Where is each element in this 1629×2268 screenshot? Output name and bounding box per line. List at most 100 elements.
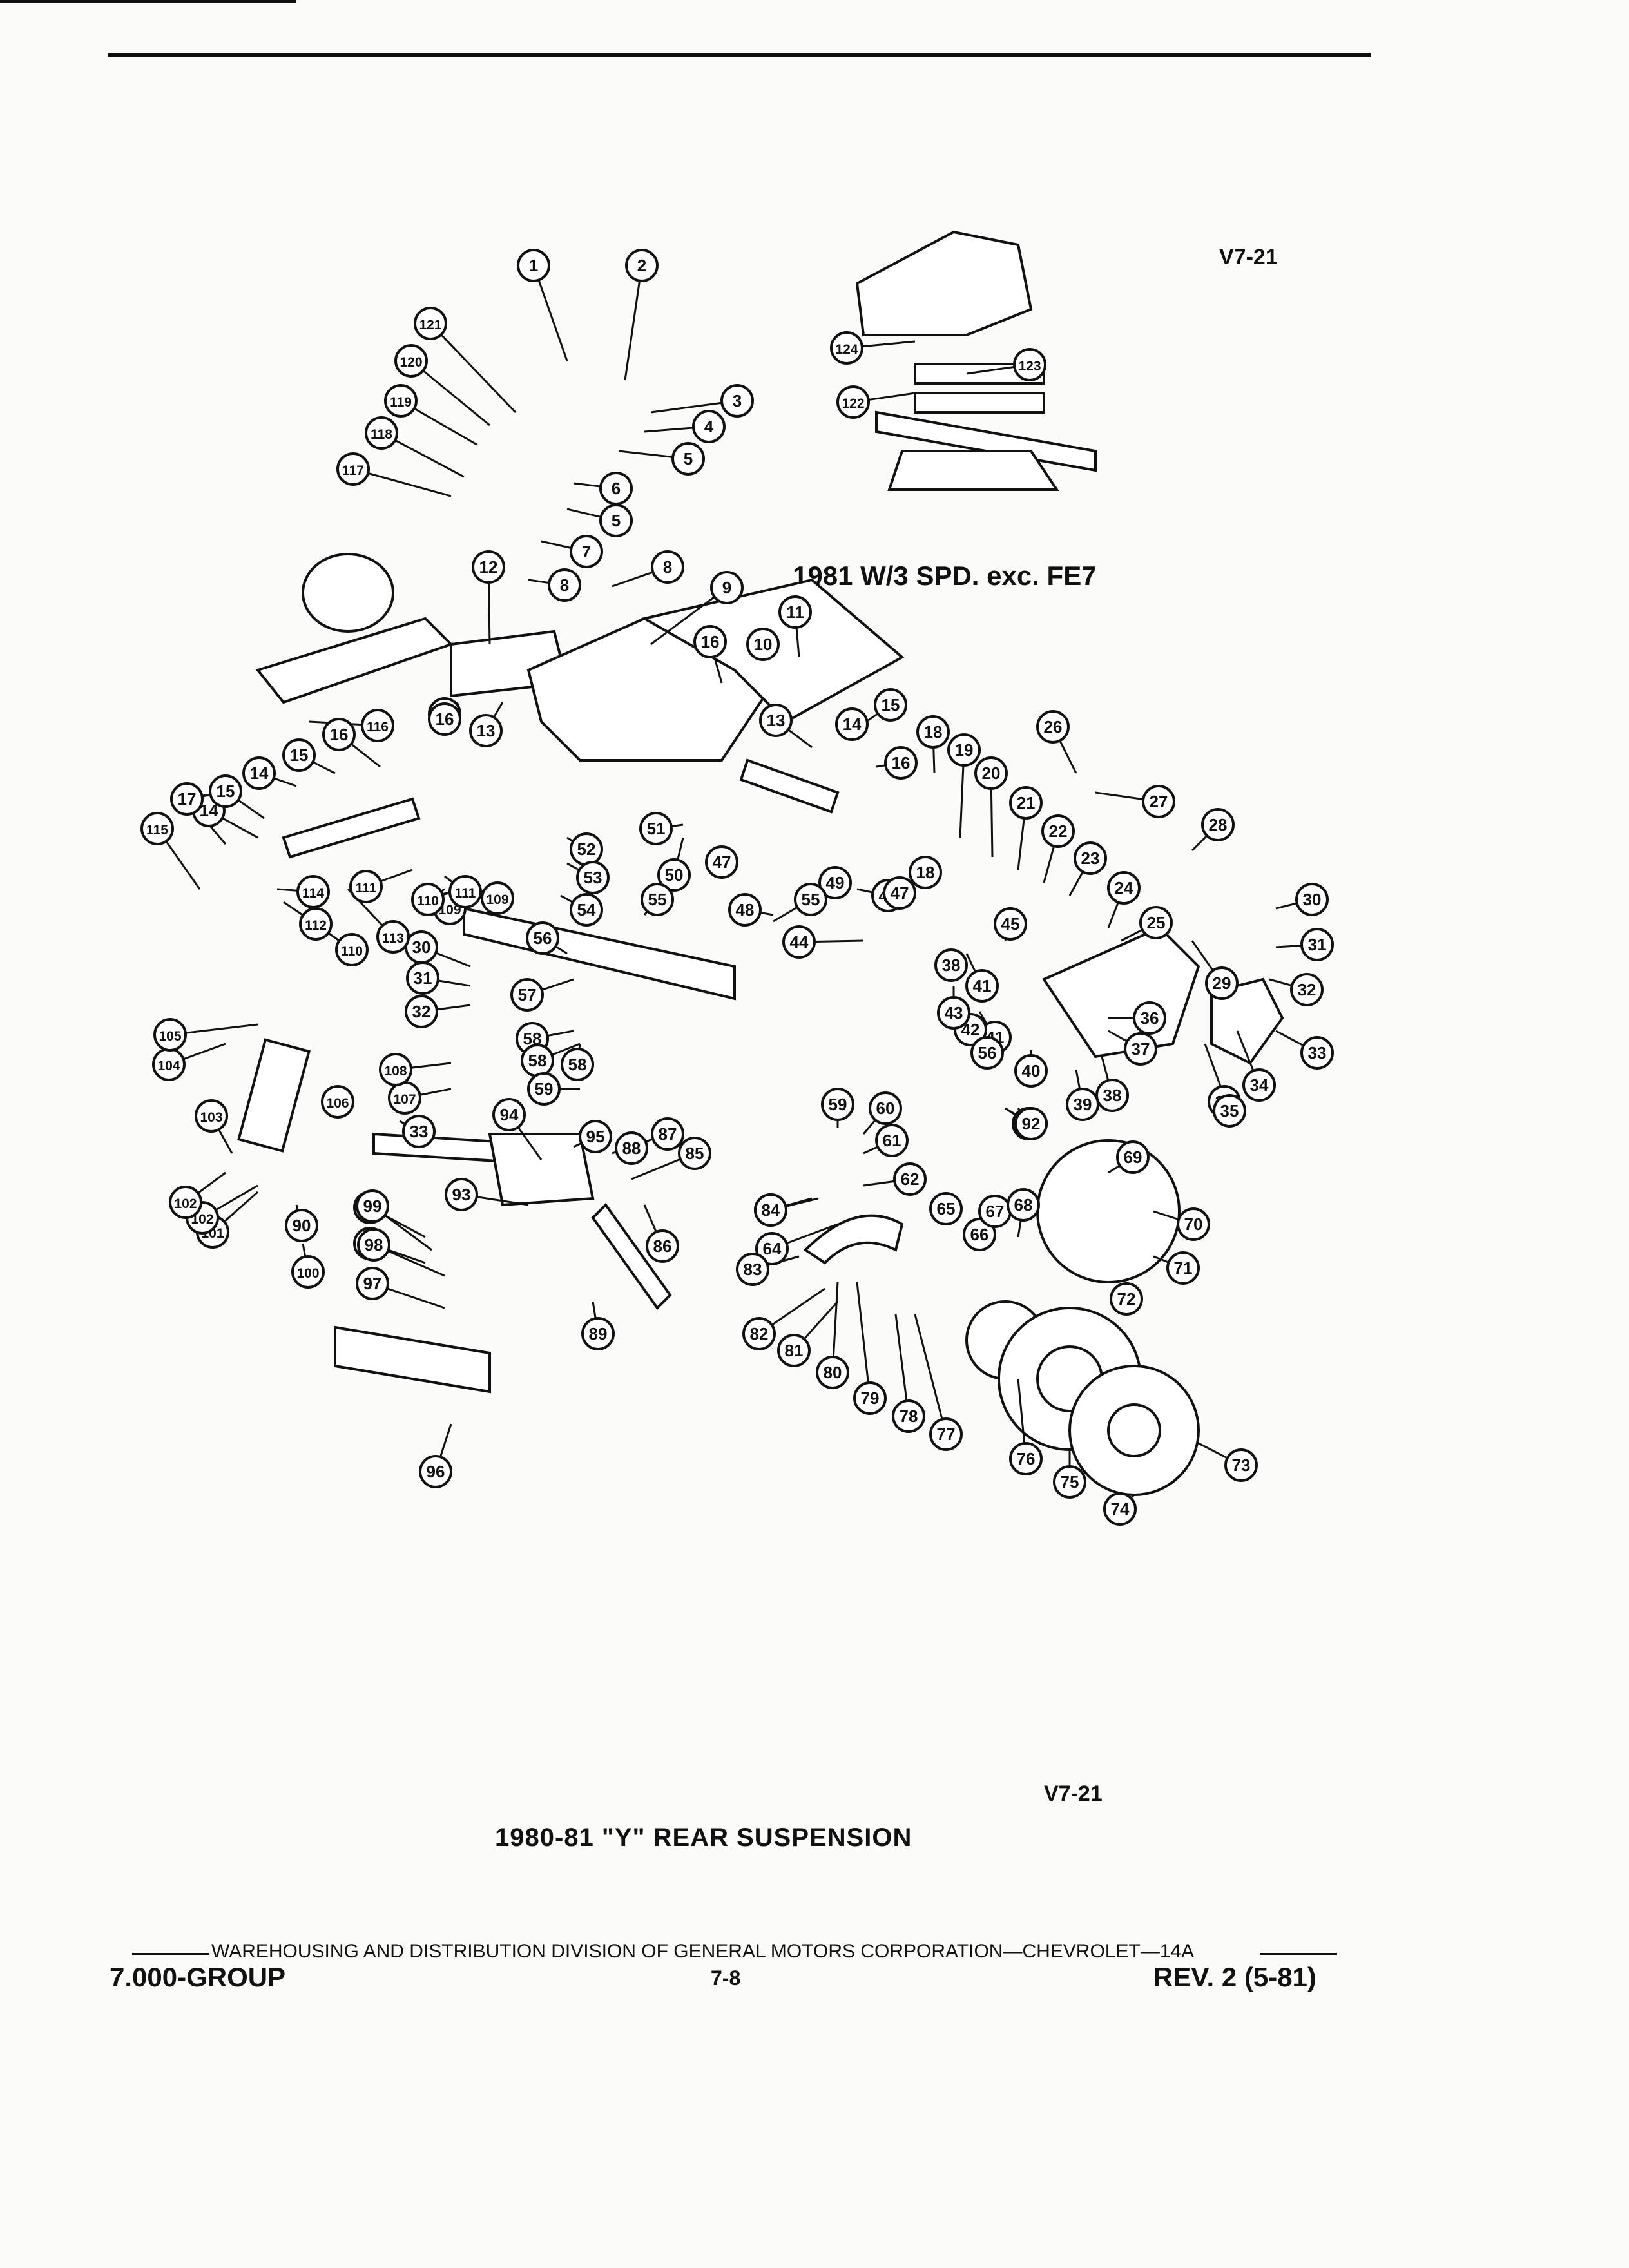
callout-circle — [853, 1381, 887, 1415]
leader-lines — [156, 265, 1318, 1510]
callout-number: 30 — [412, 937, 431, 957]
callout-circle — [1213, 1094, 1246, 1128]
callout-circle — [579, 1120, 612, 1153]
callout-number: 75 — [1061, 1472, 1079, 1492]
callout-17: 17 — [170, 782, 204, 816]
callout-94: 94 — [492, 1098, 526, 1131]
callout-47: 47 — [705, 845, 738, 879]
callout-8: 8 — [548, 568, 581, 602]
callout-circle — [548, 568, 581, 602]
callout-circle — [428, 702, 461, 736]
callout-number: 83 — [744, 1260, 762, 1279]
callout-86: 86 — [646, 1229, 679, 1263]
callout-number: 87 — [659, 1124, 677, 1144]
callout-73: 73 — [1224, 1448, 1258, 1482]
callout-number: 49 — [826, 873, 845, 892]
callout-circle — [742, 1317, 776, 1350]
leader-line — [856, 1282, 871, 1399]
callout-circle — [1013, 348, 1046, 381]
callout-number: 39 — [1074, 1095, 1092, 1114]
callout-circle — [1177, 1207, 1210, 1241]
callout-circle — [170, 782, 204, 816]
inset-spacer-plate-2 — [914, 392, 1045, 414]
callout-circle — [1014, 1054, 1048, 1088]
footer-rule-left — [132, 1953, 209, 1955]
callout-number: 20 — [982, 764, 1001, 783]
callout-72: 72 — [1110, 1282, 1143, 1316]
callout-number: 16 — [701, 632, 720, 651]
callout-circle — [1124, 1032, 1157, 1066]
callout-82: 82 — [742, 1317, 776, 1350]
callout-number: 118 — [371, 427, 392, 442]
callout-circle — [291, 1255, 325, 1289]
callout-120: 120 — [394, 344, 428, 378]
callout-circle — [349, 870, 383, 903]
callout-circle — [869, 1091, 902, 1125]
wheel-drum-center — [1107, 1403, 1161, 1457]
callout-number: 109 — [438, 903, 461, 918]
callout-number: 26 — [1044, 717, 1063, 736]
callout-circle — [1205, 966, 1239, 1000]
callout-circle — [481, 881, 514, 915]
callout-number: 72 — [1117, 1289, 1136, 1309]
callout-105: 105 — [153, 1018, 187, 1052]
callout-53: 53 — [576, 861, 610, 894]
parking-brake-shoe — [803, 1214, 904, 1265]
callout-number: 8 — [560, 575, 569, 595]
callout-115: 115 — [140, 812, 174, 845]
callout-11: 11 — [778, 595, 812, 629]
callout-26: 26 — [1036, 710, 1070, 744]
callout-number: 40 — [1022, 1061, 1041, 1081]
callout-83: 83 — [736, 1253, 769, 1286]
callout-circle — [356, 1189, 389, 1223]
leader-line — [532, 265, 568, 361]
callout-number: 25 — [1147, 913, 1166, 932]
callout-59: 59 — [527, 1072, 561, 1106]
callout-20: 20 — [974, 756, 1008, 790]
callout-3: 3 — [720, 384, 754, 418]
callout-circle — [140, 812, 174, 845]
callout-49: 49 — [818, 866, 852, 899]
callout-circle — [376, 920, 410, 954]
callout-number: 41 — [973, 976, 992, 995]
callout-12: 12 — [472, 550, 505, 584]
footer-publisher: WAREHOUSING AND DISTRIBUTION DIVISION OF… — [211, 1941, 1195, 1962]
callout-number: 7 — [582, 542, 591, 561]
callout-number: 4 — [704, 417, 714, 436]
callout-number: 102 — [174, 1196, 197, 1211]
callout-110: 110 — [335, 933, 369, 966]
callout-circle — [974, 756, 1008, 790]
callout-circle — [335, 933, 369, 966]
callout-number: 116 — [367, 720, 389, 735]
callout-circle — [782, 925, 816, 959]
callout-28: 28 — [1201, 808, 1235, 841]
callout-47: 47 — [883, 876, 916, 910]
footer-revision: REV. 2 (5-81) — [1153, 1962, 1316, 1992]
callout-116: 116 — [361, 709, 394, 742]
callout-number: 113 — [382, 931, 404, 946]
callout-number: 85 — [686, 1144, 704, 1163]
callout-51: 51 — [639, 812, 673, 845]
callout-circle — [778, 595, 812, 629]
callout-107: 107 — [388, 1081, 421, 1115]
footer-rule-right — [1260, 1953, 1337, 1955]
callout-85: 85 — [678, 1137, 711, 1170]
callout-circle — [379, 1053, 412, 1086]
callout-78: 78 — [892, 1399, 925, 1433]
callout-60: 60 — [869, 1091, 902, 1125]
callout-circle — [561, 1048, 594, 1081]
callout-number: 95 — [586, 1127, 605, 1146]
callout-number: 109 — [486, 892, 508, 907]
callout-circle — [678, 1137, 711, 1170]
callout-circle — [937, 996, 970, 1030]
callout-number: 90 — [293, 1216, 311, 1235]
callout-number: 105 — [159, 1029, 181, 1044]
callout-number: 16 — [892, 753, 911, 773]
callout-number: 2 — [637, 256, 646, 275]
callout-number: 8 — [663, 557, 672, 577]
callout-number: 124 — [835, 342, 858, 357]
callout-103: 103 — [195, 1099, 228, 1133]
callout-circle — [576, 861, 610, 894]
callout-circle — [794, 883, 827, 916]
callout-circle — [1142, 785, 1175, 818]
